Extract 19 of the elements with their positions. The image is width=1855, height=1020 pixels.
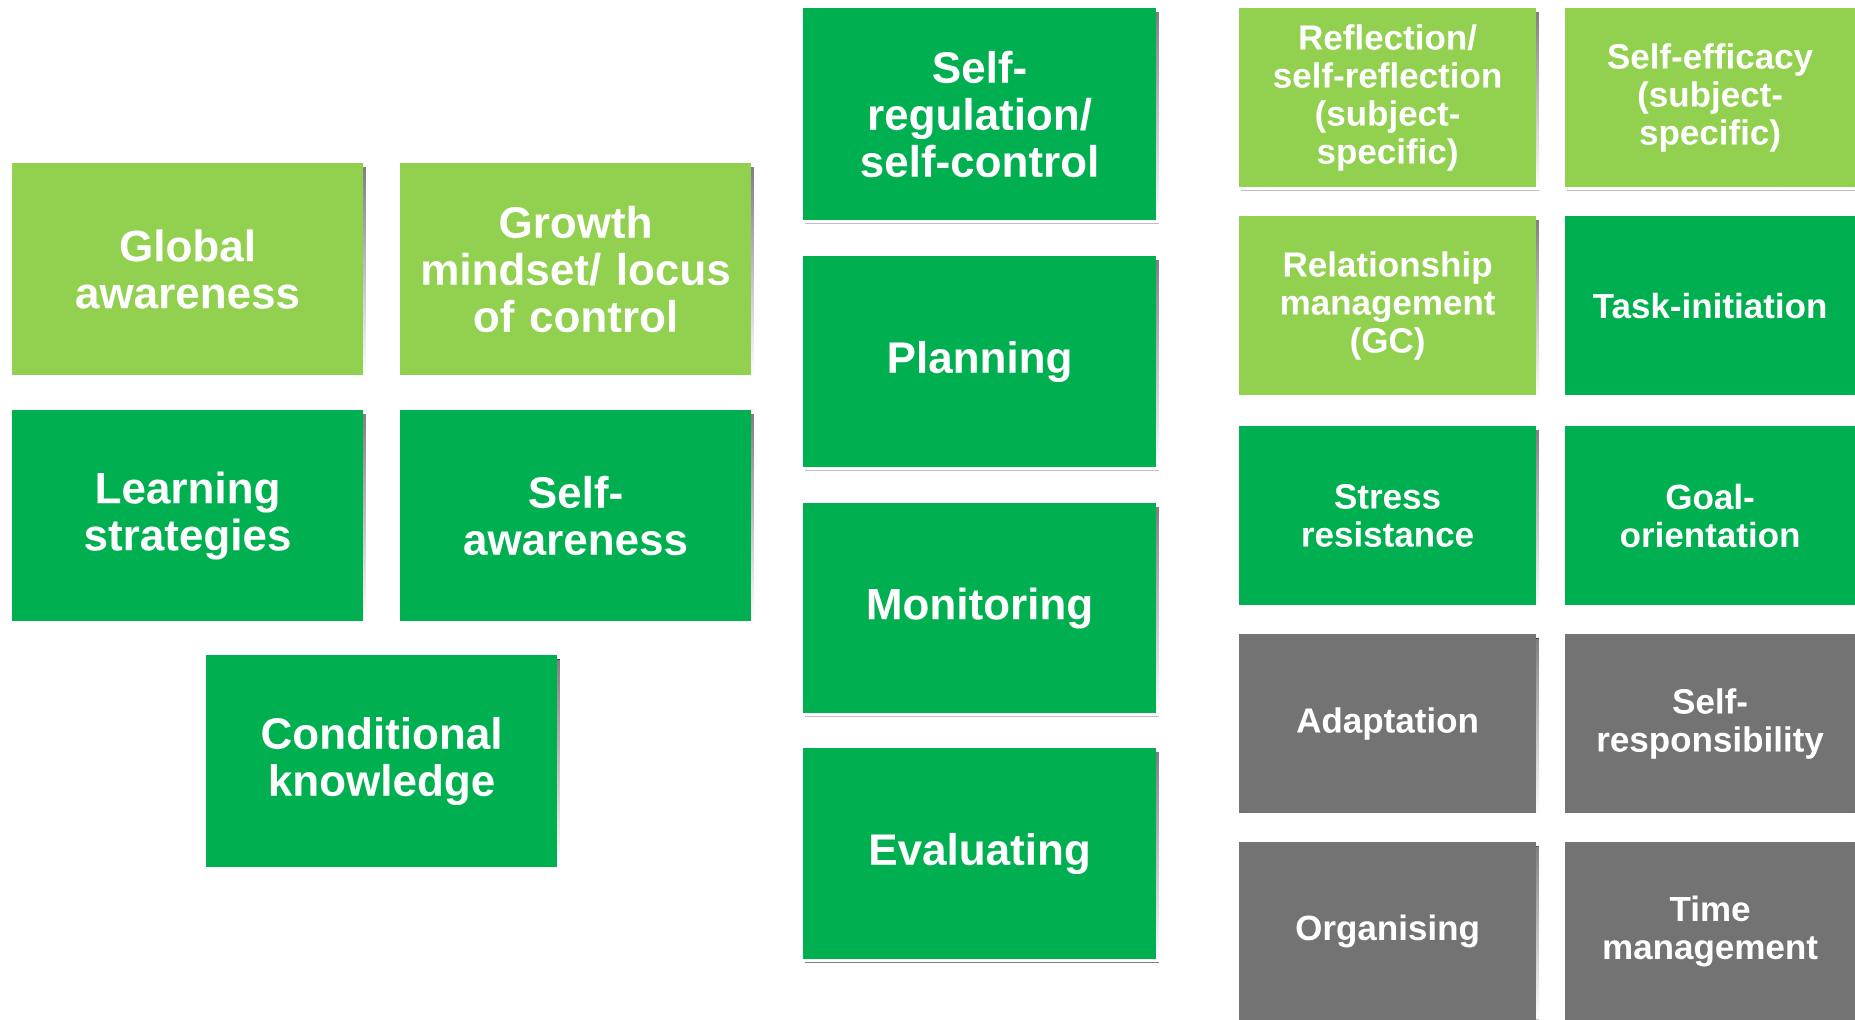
text-box: Organising	[1239, 842, 1539, 1020]
text-box: Self-awareness	[400, 410, 754, 625]
text-box: Time management	[1565, 842, 1855, 1020]
text-box: Learning strategies	[12, 410, 366, 625]
text-box: Goal-orientation	[1565, 426, 1855, 609]
text-box: Reflection/ self-reflection (subject-specific)	[1239, 8, 1539, 191]
text-box: Conditional knowledge	[206, 655, 560, 871]
text-box: Self-efficacy (subject-specific)	[1565, 8, 1855, 191]
text-box: Adaptation	[1239, 634, 1539, 817]
text-box: Global awareness	[12, 163, 366, 379]
text-box: Planning	[803, 256, 1159, 471]
text-box: Relationship management (GC)	[1239, 216, 1539, 399]
text-box: Task-initiation	[1565, 216, 1855, 399]
text-box: Self-responsibility	[1565, 634, 1855, 817]
text-box: Evaluating	[803, 748, 1159, 963]
text-box: Growth mindset/ locus of control	[400, 163, 754, 379]
text-box: Stress resistance	[1239, 426, 1539, 609]
text-box: Monitoring	[803, 503, 1159, 717]
text-box: Self-regulation/ self-control	[803, 8, 1159, 224]
